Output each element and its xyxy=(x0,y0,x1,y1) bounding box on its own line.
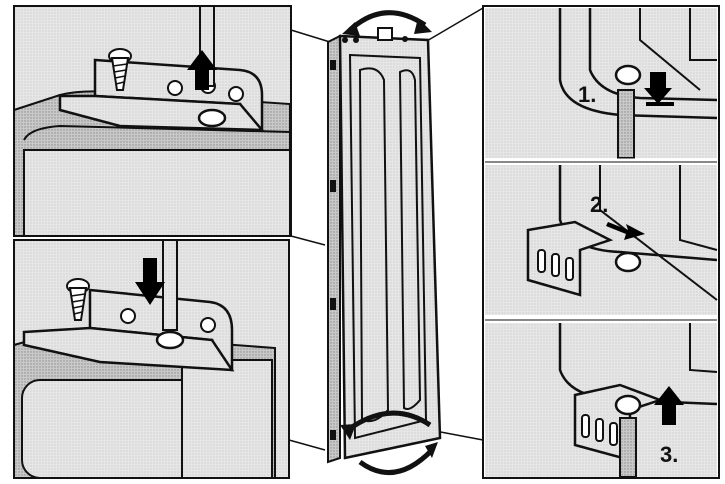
panel-bottom-left xyxy=(14,240,289,478)
panel-top-left xyxy=(14,6,291,236)
panel-center-door xyxy=(289,8,483,473)
step-3-label: 3. xyxy=(660,442,678,467)
pin-icon xyxy=(199,110,225,126)
step-2-label: 2. xyxy=(590,192,608,217)
screwdriver-icon xyxy=(163,240,177,330)
step-1-label: 1. xyxy=(578,82,596,107)
pin-icon xyxy=(618,90,634,158)
panel-right-2: 2. xyxy=(485,165,717,315)
door-panel-icon xyxy=(328,28,440,462)
panel-right-3: 3. xyxy=(485,323,717,477)
pin-icon xyxy=(620,418,636,477)
pin-icon xyxy=(157,332,183,348)
panel-right-1: 1. xyxy=(485,8,717,158)
